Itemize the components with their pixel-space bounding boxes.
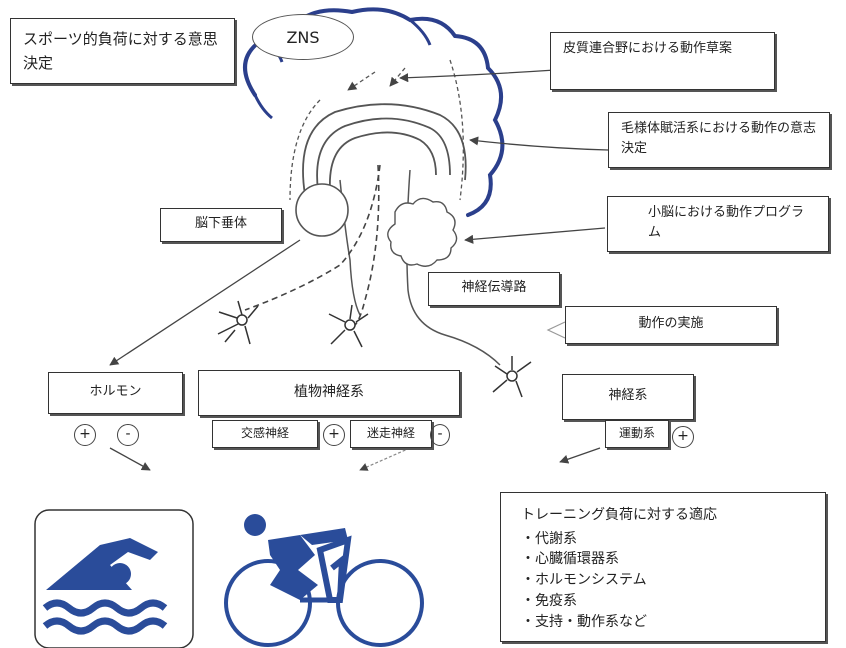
motor-system-text: 運動系 xyxy=(618,426,655,440)
execution-text: 動作の実施 xyxy=(638,316,704,331)
nerve-pathway-text: 神経伝導路 xyxy=(461,280,527,295)
plus-sign: + xyxy=(323,424,345,446)
adaptation-item: ・代謝系 xyxy=(521,530,577,547)
pituitary-box: 脳下垂体 xyxy=(160,208,282,242)
pituitary-shape xyxy=(295,183,349,237)
autonomic-box: 植物神経系 xyxy=(198,370,460,416)
adaptation-item: ・免疫系 xyxy=(521,592,577,609)
autonomic-text: 植物神経系 xyxy=(294,384,364,400)
adaptation-item: ・心臓循環器系 xyxy=(521,551,619,568)
adaptation-list: ・代謝系 ・心臓循環器系 ・ホルモンシステム ・免疫系 ・支持・動作系など xyxy=(521,529,805,633)
basal-decision-box: 毛様体賦活系における動作の意志決定 xyxy=(608,112,830,168)
neuron-icon xyxy=(217,300,259,345)
hormones-text: ホルモン xyxy=(89,384,142,399)
cycling-icon xyxy=(224,514,424,647)
swimming-icon xyxy=(34,509,194,648)
vagus-text: 迷走神経 xyxy=(366,426,415,440)
execution-box: 動作の実施 xyxy=(565,306,777,344)
basal-decision-text: 毛様体賦活系における動作の意志決定 xyxy=(621,121,817,157)
sympathetic-box: 交感神経 xyxy=(212,420,318,448)
adaptation-box: トレーニング負荷に対する適応 ・代謝系 ・心臓循環器系 ・ホルモンシステム ・免… xyxy=(500,492,826,642)
pituitary-text: 脳下垂体 xyxy=(194,216,247,231)
cortex-draft-text: 皮質連合野における動作草案 xyxy=(563,41,733,56)
adaptation-title: トレーニング負荷に対する適応 xyxy=(521,507,717,523)
sport-decision-text: スポーツ的負荷に対する意思決定 xyxy=(23,30,218,72)
nerve-pathway-box: 神経伝導路 xyxy=(428,272,560,306)
motor-system-box: 運動系 xyxy=(605,420,669,448)
cerebellum-icon xyxy=(387,197,458,267)
nervous-system-text: 神経系 xyxy=(608,388,648,403)
vagus-box: 迷走神経 xyxy=(350,420,432,448)
plus-sign: + xyxy=(74,424,96,446)
adaptation-item: ・支持・動作系など xyxy=(521,613,647,630)
plus-sign: + xyxy=(672,426,694,448)
neuron-icon xyxy=(492,356,532,398)
neuron-icon xyxy=(328,304,369,348)
minus-sign: - xyxy=(117,424,139,446)
cerebellum-program-text: 小脳における動作プログラム xyxy=(648,205,805,241)
cortex-draft-box: 皮質連合野における動作草案 xyxy=(550,32,775,90)
sport-decision-box: スポーツ的負荷に対する意思決定 xyxy=(10,18,235,84)
zns-label: ZNS xyxy=(252,14,354,60)
zns-text: ZNS xyxy=(286,27,320,47)
hormones-box: ホルモン xyxy=(48,372,183,414)
cerebellum-program-box: 小脳における動作プログラム xyxy=(607,196,829,252)
nervous-system-box: 神経系 xyxy=(562,374,694,420)
minus-sign: - xyxy=(430,424,450,446)
sympathetic-text: 交感神経 xyxy=(240,426,289,440)
adaptation-item: ・ホルモンシステム xyxy=(521,572,647,589)
